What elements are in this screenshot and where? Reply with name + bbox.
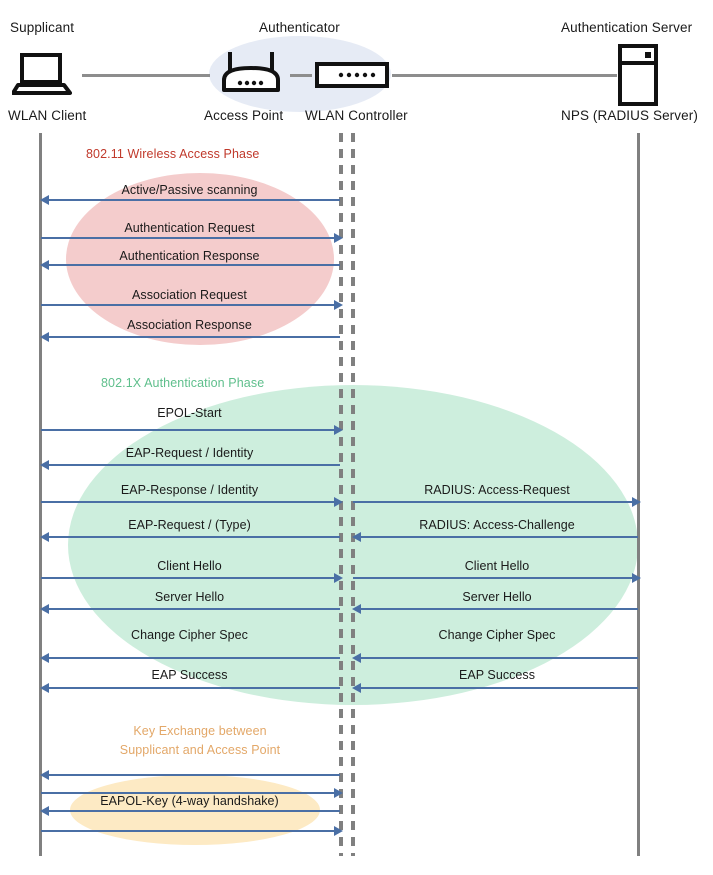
message-label-m12: Change Cipher Spec	[131, 628, 248, 642]
message-arrowhead-m15	[334, 788, 343, 798]
message-arrowhead-m7	[40, 460, 49, 470]
message-arrowhead-m16	[40, 806, 49, 816]
message-arrowhead-m4	[334, 300, 343, 310]
message-arrowhead-m14	[40, 770, 49, 780]
message-arrow-m14	[48, 774, 340, 776]
wireless-access-point-icon	[216, 50, 286, 98]
message-arrowhead-m10	[334, 573, 343, 583]
message-label-m1: Active/Passive scanning	[121, 183, 258, 197]
wire-controller-to-server	[392, 74, 617, 77]
message-label-m2: Authentication Request	[124, 221, 255, 235]
message-label-m5: Association Response	[127, 318, 252, 332]
message-arrowhead-m8	[334, 497, 343, 507]
message-label-m16: EAPOL-Key (4-way handshake)	[100, 794, 279, 808]
actor-role-authentication-server: Authentication Server	[561, 20, 693, 35]
actor-role-supplicant: Supplicant	[10, 20, 75, 35]
message-arrow-m5	[48, 336, 340, 338]
message-arrow-m13	[48, 687, 340, 689]
message-label-m8: EAP-Response / Identity	[120, 483, 259, 497]
message-arrow-m12	[48, 657, 340, 659]
message-arrowhead-m5	[40, 332, 49, 342]
message-arrow-r1	[353, 501, 633, 503]
actor-device-nps-radius-server: NPS (RADIUS Server)	[561, 108, 698, 123]
message-arrow-m16	[48, 810, 340, 812]
message-label-r3: Client Hello	[464, 559, 530, 573]
phase-label-key-exchange-line2: Supplicant and Access Point	[119, 743, 281, 757]
message-label-r6: EAP Success	[458, 668, 536, 682]
phase-highlight-wireless-access	[66, 173, 334, 345]
message-arrow-r4	[360, 608, 638, 610]
message-arrow-m4	[41, 304, 336, 306]
message-arrow-m10	[41, 577, 336, 579]
message-label-m9: EAP-Request / (Type)	[128, 518, 251, 532]
message-label-m11: Server Hello	[154, 590, 225, 604]
message-arrowhead-m3	[40, 260, 49, 270]
message-arrowhead-m17	[334, 826, 343, 836]
phase-label-key-exchange-line1: Key Exchange between	[133, 724, 267, 738]
message-arrowhead-r4	[352, 604, 361, 614]
actor-device-wlan-client: WLAN Client	[8, 108, 87, 123]
message-arrowhead-m13	[40, 683, 49, 693]
message-label-m4: Association Request	[132, 288, 247, 302]
message-label-r5: Change Cipher Spec	[438, 628, 556, 642]
message-arrow-m11	[48, 608, 340, 610]
actor-device-wlan-controller: WLAN Controller	[305, 108, 408, 123]
message-arrowhead-r5	[352, 653, 361, 663]
server-rack-icon	[617, 44, 659, 106]
message-label-m10: Client Hello	[157, 559, 222, 573]
message-arrow-m8	[41, 501, 336, 503]
wire-ap-to-controller	[290, 74, 312, 77]
message-arrowhead-r1	[632, 497, 641, 507]
message-arrow-r3	[353, 577, 633, 579]
message-arrow-m3	[48, 264, 340, 266]
message-arrowhead-m2	[334, 233, 343, 243]
message-arrow-r2	[360, 536, 638, 538]
message-label-m6: EPOL-Start	[157, 406, 222, 420]
lifeline-supplicant	[39, 133, 42, 856]
message-arrow-r6	[360, 687, 638, 689]
message-label-r2: RADIUS: Access-Challenge	[419, 518, 575, 532]
message-label-r4: Server Hello	[462, 590, 532, 604]
actor-device-access-point: Access Point	[204, 108, 284, 123]
message-arrowhead-r6	[352, 683, 361, 693]
message-label-m13: EAP Success	[151, 668, 228, 682]
message-arrow-m1	[48, 199, 340, 201]
network-switch-icon	[315, 62, 389, 88]
lifeline-access-point	[339, 133, 343, 856]
message-arrow-m15	[41, 792, 336, 794]
phase-label-dot1x: 802.1X Authentication Phase	[101, 376, 265, 390]
message-label-m3: Authentication Response	[119, 249, 260, 263]
lifeline-auth-server	[637, 133, 640, 856]
lifeline-wlan-controller	[351, 133, 355, 856]
message-arrow-m17	[41, 830, 336, 832]
message-label-m7: EAP-Request / Identity	[125, 446, 254, 460]
message-arrowhead-m1	[40, 195, 49, 205]
message-arrow-m6	[41, 429, 336, 431]
message-label-r1: RADIUS: Access-Request	[424, 483, 570, 497]
message-arrow-r5	[360, 657, 638, 659]
message-arrow-m2	[41, 237, 336, 239]
message-arrowhead-m12	[40, 653, 49, 663]
laptop-icon	[11, 52, 72, 96]
actor-role-authenticator: Authenticator	[259, 20, 340, 35]
wire-client-to-ap	[82, 74, 210, 77]
phase-label-wireless-access: 802.11 Wireless Access Phase	[86, 147, 260, 161]
message-arrowhead-m6	[334, 425, 343, 435]
message-arrowhead-r3	[632, 573, 641, 583]
message-arrowhead-m11	[40, 604, 49, 614]
message-arrow-m7	[48, 464, 340, 466]
message-arrow-m9	[48, 536, 340, 538]
message-arrowhead-r2	[352, 532, 361, 542]
message-arrowhead-m9	[40, 532, 49, 542]
